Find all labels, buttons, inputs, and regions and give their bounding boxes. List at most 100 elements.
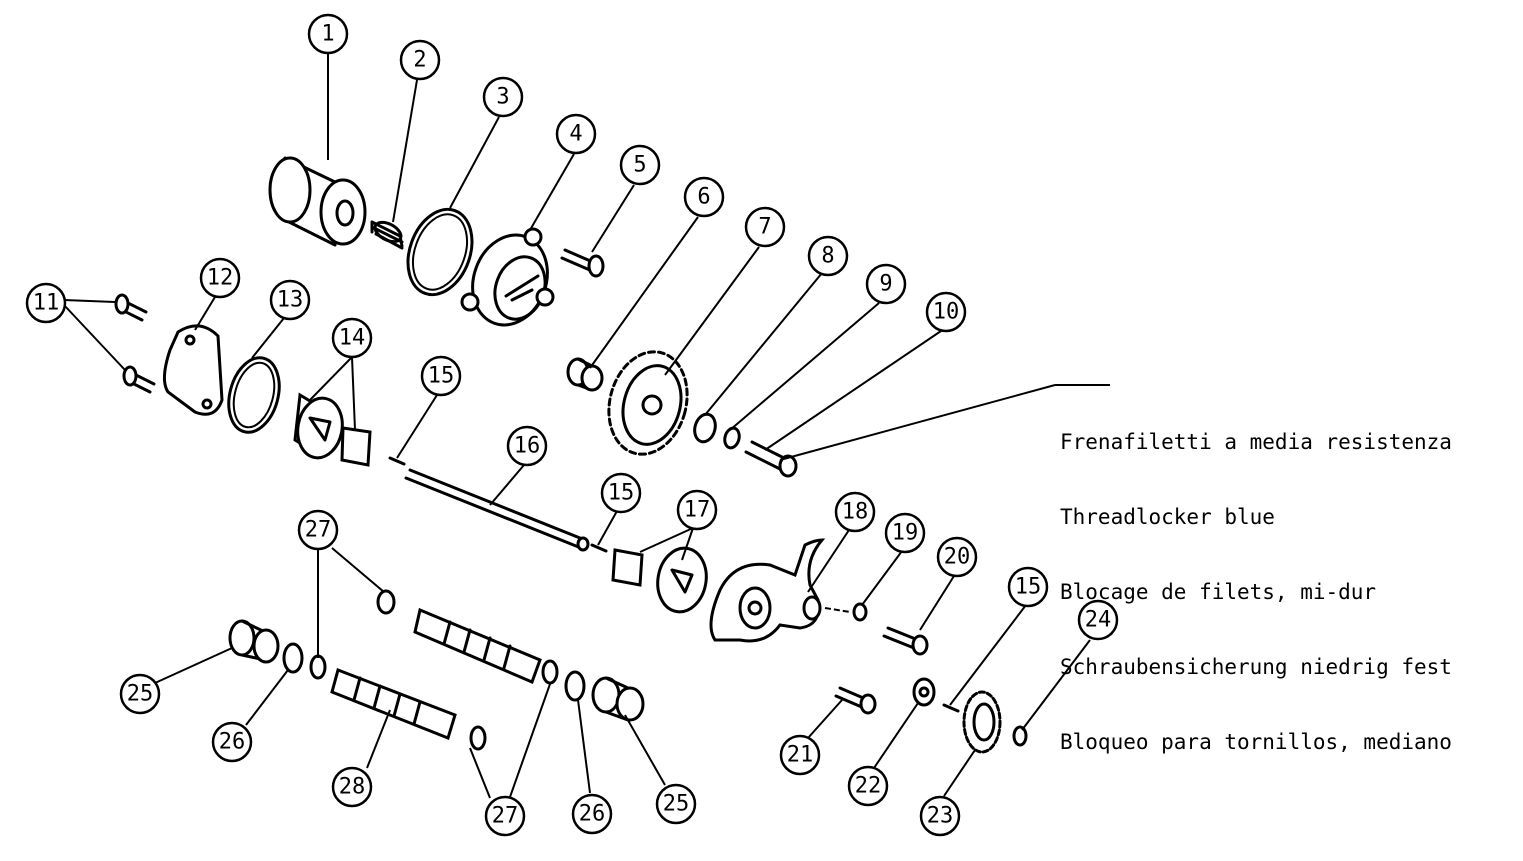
part-pump-housing xyxy=(709,538,826,643)
callout-label: 13 xyxy=(277,288,304,313)
callout-28: 28 xyxy=(331,766,373,808)
part-screw-21 xyxy=(834,686,877,715)
callout-8: 8 xyxy=(807,235,849,277)
part-oring-large xyxy=(406,207,474,297)
note-line-english: Threadlocker blue xyxy=(1060,505,1275,529)
callout-27-bottom: 27 xyxy=(484,795,526,837)
callout-label: 12 xyxy=(207,266,234,291)
part-ring-9 xyxy=(723,426,741,450)
callout-6: 6 xyxy=(683,176,725,218)
callout-label: 23 xyxy=(927,804,954,829)
leader-lines xyxy=(63,53,1110,799)
part-bolt-5 xyxy=(560,248,605,278)
callout-label: 26 xyxy=(219,730,246,755)
callout-26-right: 26 xyxy=(571,793,613,835)
part-valve-spools-28 xyxy=(330,607,542,740)
callout-label: 21 xyxy=(787,743,814,768)
part-oring-13 xyxy=(227,356,281,434)
callout-26-left: 26 xyxy=(211,721,253,763)
part-pump-rotors-17 xyxy=(611,546,708,614)
callout-7: 7 xyxy=(744,206,786,248)
part-ring-24 xyxy=(1012,725,1028,747)
callout-label: 11 xyxy=(33,291,60,316)
callout-label: 18 xyxy=(842,500,869,525)
callout-label: 2 xyxy=(413,48,426,73)
callout-9: 9 xyxy=(865,263,907,305)
callout-24: 24 xyxy=(1077,599,1119,641)
callout-12: 12 xyxy=(199,257,241,299)
part-rings-26 xyxy=(282,642,586,702)
callout-label: 25 xyxy=(127,682,154,707)
callout-label: 15 xyxy=(1015,575,1042,600)
callout-25-left: 25 xyxy=(119,673,161,715)
callout-19: 19 xyxy=(884,512,926,554)
callout-label: 27 xyxy=(305,518,332,543)
part-sprocket-large xyxy=(607,350,689,456)
callout-4: 4 xyxy=(555,113,597,155)
callout-27-top: 27 xyxy=(297,509,339,551)
callout-label: 19 xyxy=(892,521,919,546)
callout-1: 1 xyxy=(307,13,349,55)
callout-label: 20 xyxy=(944,545,971,570)
callout-18: 18 xyxy=(834,491,876,533)
note-line-german: Schraubensicherung niedrig fest xyxy=(1060,655,1452,679)
callout-label: 28 xyxy=(339,775,366,800)
callout-20: 20 xyxy=(936,536,978,578)
callout-14: 14 xyxy=(331,317,373,359)
part-washer-8 xyxy=(693,412,717,444)
callout-13: 13 xyxy=(269,279,311,321)
part-screw-20 xyxy=(882,626,929,656)
callout-label: 16 xyxy=(514,434,541,459)
part-sprocket-small xyxy=(962,690,1002,754)
part-washer-22 xyxy=(912,677,936,707)
callout-label: 6 xyxy=(697,185,710,210)
callout-label: 15 xyxy=(428,364,455,389)
callout-label: 25 xyxy=(663,792,690,817)
callout-label: 3 xyxy=(496,85,509,110)
part-pins-15 xyxy=(388,456,960,713)
part-plug-25-right xyxy=(591,676,645,722)
callout-label: 8 xyxy=(821,244,834,269)
callout-11: 11 xyxy=(25,282,67,324)
callout-23: 23 xyxy=(919,795,961,837)
part-cover-plate xyxy=(163,324,224,416)
callout-label: 17 xyxy=(684,498,711,523)
note-line-italian: Frenafiletti a media resistenza xyxy=(1060,430,1452,454)
callout-label: 1 xyxy=(321,22,334,47)
part-shaft-16 xyxy=(404,468,590,552)
callout-15-right: 15 xyxy=(1007,566,1049,608)
callout-21: 21 xyxy=(779,734,821,776)
callout-16: 16 xyxy=(506,425,548,467)
callout-label: 14 xyxy=(339,326,366,351)
callout-label: 26 xyxy=(579,802,606,827)
callout-label: 15 xyxy=(608,481,635,506)
threadlocker-note: Frenafiletti a media resistenza Threadlo… xyxy=(1060,380,1452,780)
callout-label: 10 xyxy=(933,300,960,325)
callout-5: 5 xyxy=(619,144,661,186)
callout-15-middle: 15 xyxy=(600,472,642,514)
callout-label: 7 xyxy=(758,215,771,240)
callout-label: 24 xyxy=(1085,608,1112,633)
callout-2: 2 xyxy=(399,39,441,81)
part-spring xyxy=(370,220,404,250)
callout-15-top: 15 xyxy=(420,355,462,397)
callout-17: 17 xyxy=(676,489,718,531)
callout-label: 27 xyxy=(492,804,519,829)
part-oil-filter xyxy=(268,156,367,247)
part-nut-19 xyxy=(824,602,868,622)
note-line-french: Blocage de filets, mi-dur xyxy=(1060,580,1377,604)
part-bushing xyxy=(566,357,604,392)
part-screws-11 xyxy=(114,293,156,394)
part-screw-10 xyxy=(744,440,798,478)
part-filter-cover xyxy=(460,227,555,327)
callout-22: 22 xyxy=(847,765,889,807)
note-line-spanish: Bloqueo para tornillos, mediano xyxy=(1060,730,1452,754)
part-pump-rotors-14 xyxy=(293,392,372,467)
callout-10: 10 xyxy=(925,291,967,333)
part-plug-25-left xyxy=(228,619,280,664)
callout-label: 9 xyxy=(879,272,892,297)
callout-3: 3 xyxy=(482,76,524,118)
callout-25-right: 25 xyxy=(655,783,697,825)
callout-label: 4 xyxy=(569,122,582,147)
